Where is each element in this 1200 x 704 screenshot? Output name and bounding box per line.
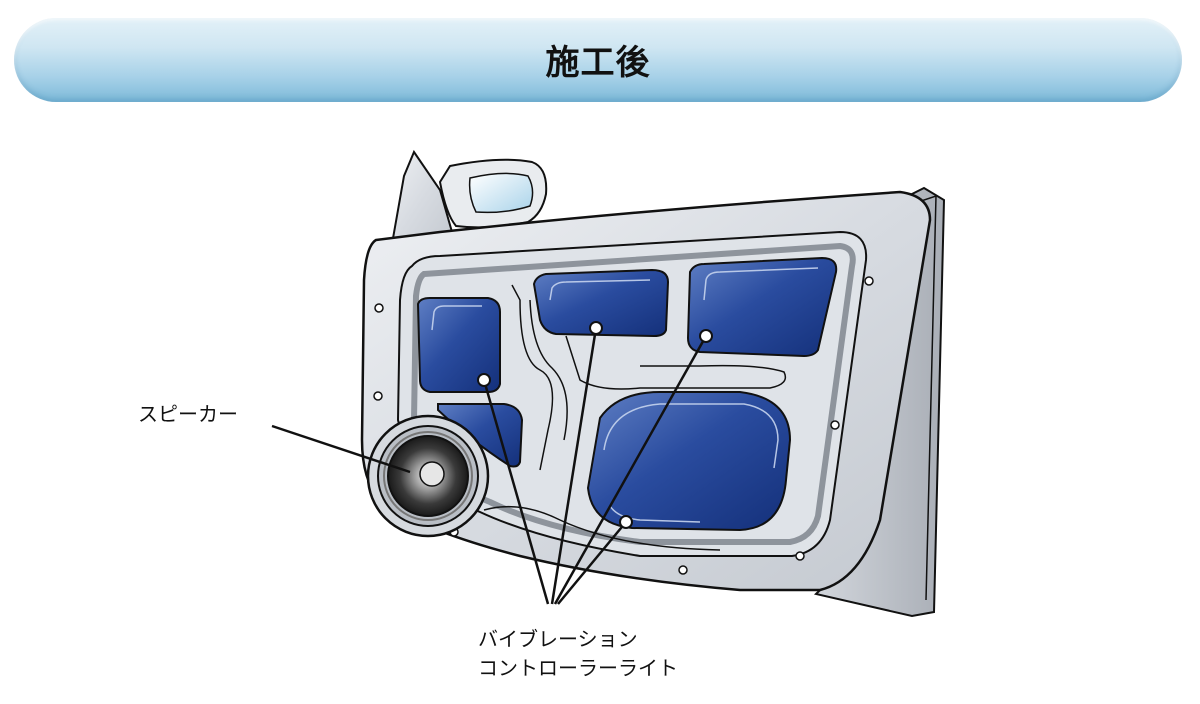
leader-dot	[699, 329, 713, 343]
leader-to-upper-right-panel	[553, 335, 708, 605]
leader-dot	[589, 321, 603, 335]
page-title: 施工後	[545, 42, 651, 83]
leader-dot	[619, 515, 633, 529]
leader-to-upper-left-panel	[482, 379, 550, 605]
leader-to-upper-middle-panel	[550, 327, 598, 605]
speaker-label: スピーカー	[138, 402, 238, 426]
leader-lines	[271, 327, 708, 605]
speaker-leader-line	[271, 424, 411, 474]
panel-large-center	[586, 391, 792, 532]
leader-to-large-panel	[557, 521, 627, 605]
panel-upper-left	[416, 297, 501, 393]
header-bar: 施工後	[14, 18, 1182, 102]
leader-dot	[477, 373, 491, 387]
side-mirror	[390, 149, 548, 246]
vibration-panels	[416, 256, 838, 532]
panel-upper-middle	[532, 268, 670, 338]
panel-upper-right	[686, 256, 838, 358]
vibration-control-label: バイブレーション コントローラーライト	[478, 625, 678, 683]
speaker-unit	[366, 414, 490, 538]
vibration-control-label-line2: コントローラーライト	[478, 656, 678, 680]
vibration-control-label-line1: バイブレーション	[478, 627, 638, 651]
